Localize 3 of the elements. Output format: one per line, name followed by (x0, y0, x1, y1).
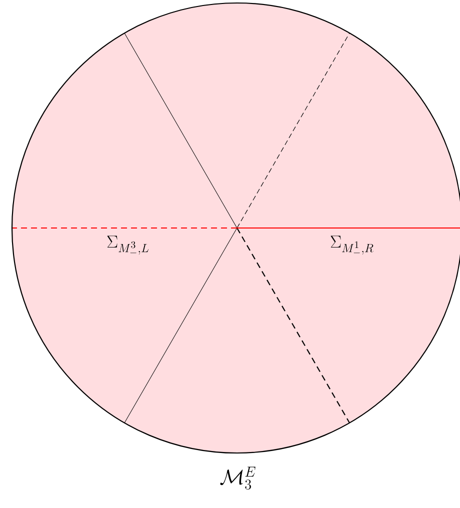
formula-label: $\mathcal{M}_3^E$ (220, 466, 256, 490)
formula-label: $\Sigma_{M_-^3,L}$ (107, 236, 149, 254)
formula-label: $\Sigma_{M_-^1,R}$ (330, 236, 374, 254)
